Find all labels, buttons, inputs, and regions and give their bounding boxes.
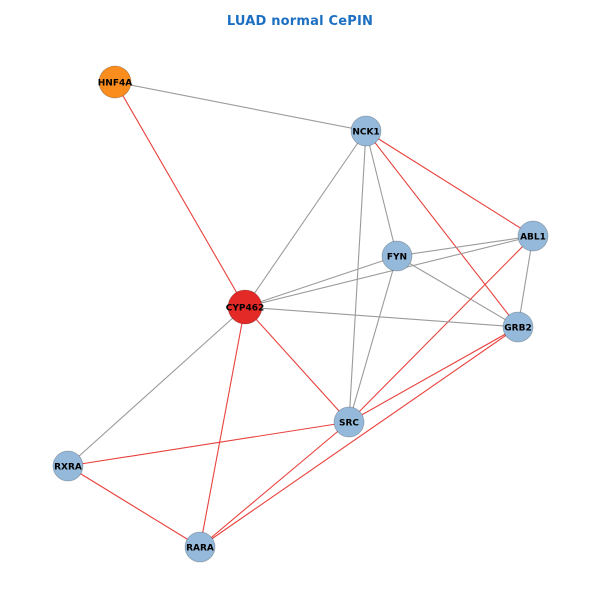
edge-HNF4A-CYP462 [114, 81, 246, 308]
node-label-ABL1: ABL1 [520, 233, 546, 243]
edge-CYP462-RXRA [67, 306, 246, 467]
node-circle-HNF4A [98, 65, 132, 99]
node-circle-ABL1 [517, 220, 549, 252]
edge-ABL1-CYP462 [244, 235, 534, 308]
node-HNF4A: HNF4A [98, 65, 132, 99]
node-ABL1: ABL1 [517, 220, 549, 252]
node-NCK1: NCK1 [350, 115, 382, 147]
edge-GRB2-SRC [348, 326, 519, 423]
edge-CYP462-SRC [244, 306, 350, 423]
node-label-HNF4A: HNF4A [98, 79, 132, 89]
edge-SRC-RARA [199, 421, 350, 548]
node-label-SRC: SRC [339, 419, 359, 429]
edge-FYN-GRB2 [396, 255, 519, 328]
node-SRC: SRC [333, 406, 365, 438]
edge-GRB2-RARA [199, 326, 519, 548]
edge-ABL1-SRC [348, 235, 534, 423]
node-circle-RXRA [52, 450, 84, 482]
edge-NCK1-SRC [348, 130, 367, 423]
node-CYP462: CYP462 [226, 289, 265, 325]
node-circle-CYP462 [227, 289, 263, 325]
node-FYN: FYN [381, 240, 413, 272]
edge-NCK1-FYN [365, 130, 398, 257]
plot-title: LUAD normal CePIN [226, 14, 374, 29]
edge-HNF4A-NCK1 [114, 81, 367, 132]
node-circle-SRC [333, 406, 365, 438]
edge-FYN-CYP462 [244, 255, 398, 308]
node-label-CYP462: CYP462 [226, 304, 265, 314]
node-GRB2: GRB2 [502, 311, 534, 343]
node-label-FYN: FYN [387, 253, 407, 263]
node-label-RXRA: RXRA [54, 463, 82, 473]
node-circle-NCK1 [350, 115, 382, 147]
edge-GRB2-CYP462 [244, 306, 519, 328]
node-circle-RARA [184, 531, 216, 563]
edge-FYN-ABL1 [396, 235, 534, 257]
edge-NCK1-GRB2 [365, 130, 519, 328]
edge-CYP462-RARA [199, 306, 246, 548]
node-circle-GRB2 [502, 311, 534, 343]
node-label-NCK1: NCK1 [352, 128, 379, 138]
edge-SRC-RXRA [67, 421, 350, 467]
node-RXRA: RXRA [52, 450, 84, 482]
edge-FYN-SRC [348, 255, 398, 423]
edge-ABL1-GRB2 [517, 235, 534, 328]
node-RARA: RARA [184, 531, 216, 563]
node-circle-FYN [381, 240, 413, 272]
node-label-GRB2: GRB2 [504, 324, 531, 334]
edge-NCK1-ABL1 [365, 130, 534, 237]
edge-RXRA-RARA [67, 465, 201, 548]
edge-NCK1-CYP462 [244, 130, 367, 308]
node-label-RARA: RARA [186, 544, 214, 554]
